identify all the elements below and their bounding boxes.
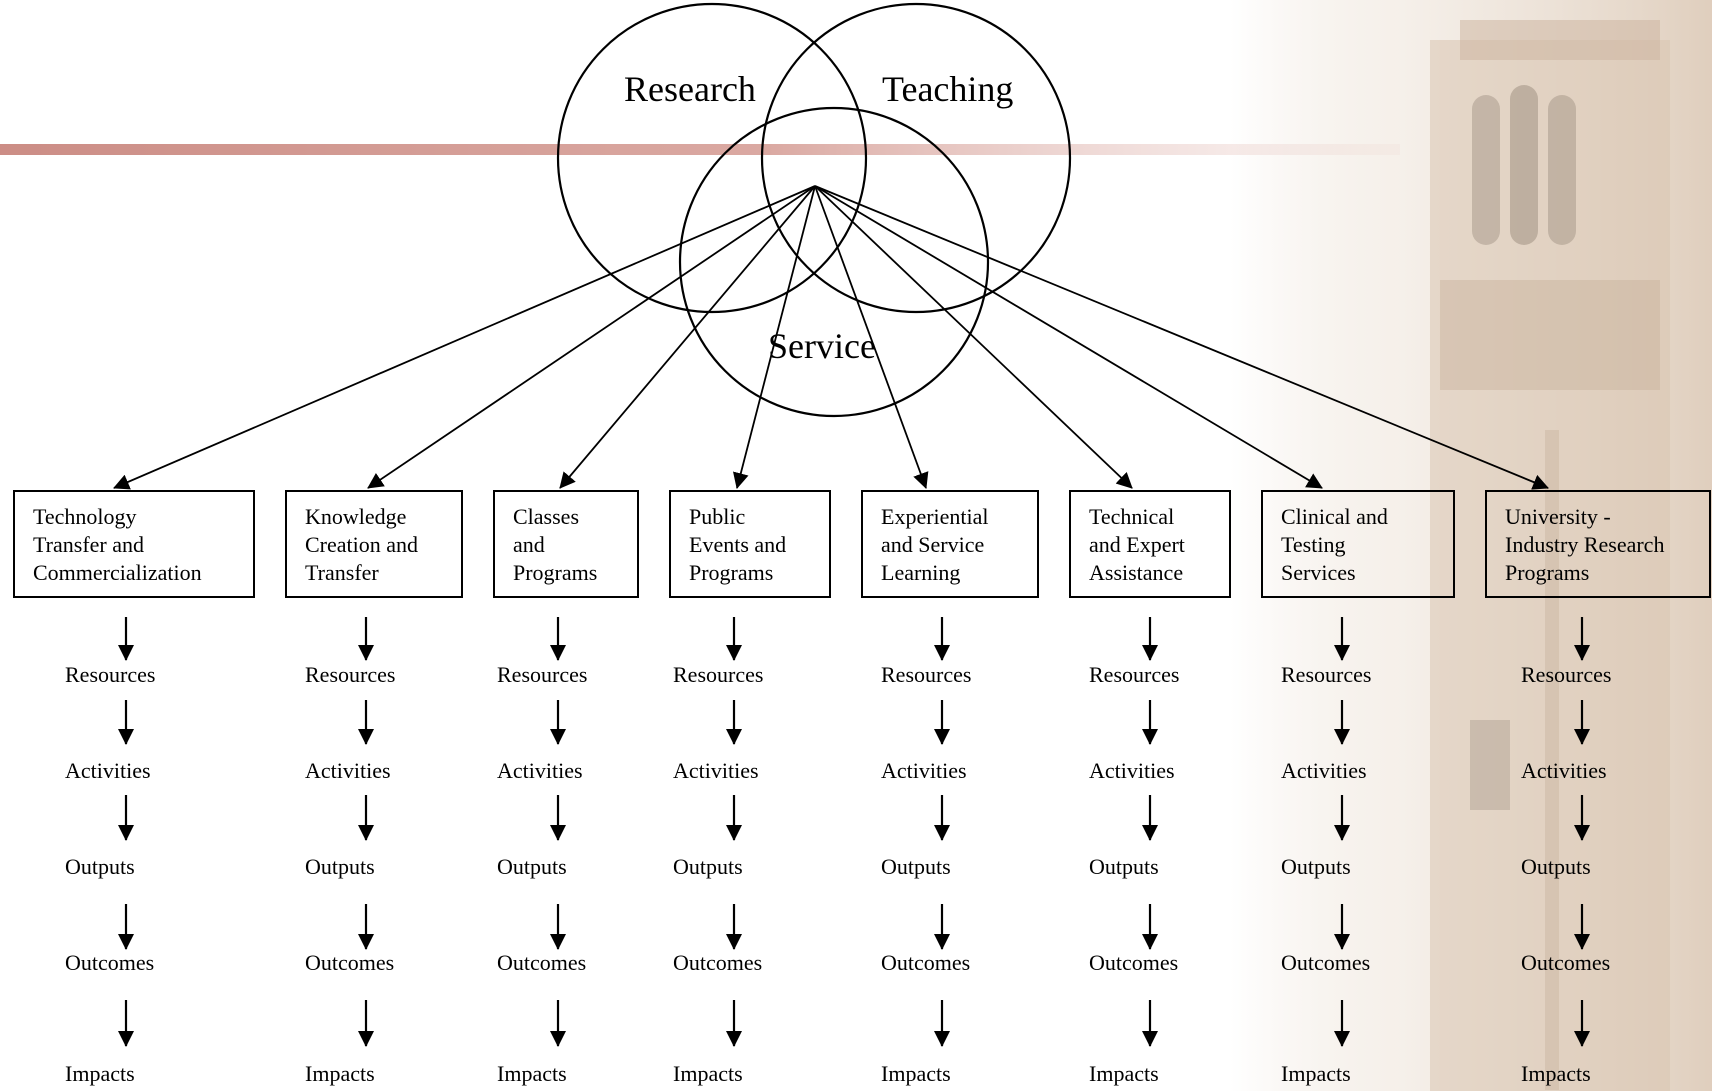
program-box-clinical-testing: Clinical and Testing Services: [1261, 490, 1455, 598]
stage-resources: Resources: [65, 662, 156, 687]
program-box-public-events: Public Events and Programs: [669, 490, 831, 598]
stage-impacts: Impacts: [673, 1061, 743, 1086]
circle-label-service: Service: [768, 326, 876, 366]
accent-bar: [0, 144, 1400, 155]
stage-impacts: Impacts: [305, 1061, 375, 1086]
stage-outcomes: Outcomes: [497, 950, 587, 975]
stage-resources: Resources: [673, 662, 764, 687]
stage-outputs: Outputs: [881, 854, 951, 879]
stage-outputs: Outputs: [673, 854, 743, 879]
fan-arrow-1: [113, 185, 816, 490]
stage-impacts: Impacts: [65, 1061, 135, 1086]
stage-activities: Activities: [1521, 758, 1607, 783]
stage-outputs: Outputs: [305, 854, 375, 879]
research-circle: [556, 2, 868, 314]
stage-activities: Activities: [65, 758, 151, 783]
fan-arrow-5: [814, 185, 929, 489]
stage-outcomes: Outcomes: [65, 950, 155, 975]
stage-resources: Resources: [305, 662, 396, 687]
stage-impacts: Impacts: [881, 1061, 951, 1086]
stage-activities: Activities: [881, 758, 967, 783]
program-box-university-industry: University - Industry Research Programs: [1485, 490, 1711, 598]
fan-arrow-8: [814, 185, 1549, 490]
stage-activities: Activities: [673, 758, 759, 783]
stage-impacts: Impacts: [1521, 1061, 1591, 1086]
stage-resources: Resources: [497, 662, 588, 687]
stage-outputs: Outputs: [1281, 854, 1351, 879]
circle-label-research: Research: [624, 69, 756, 109]
teaching-circle: [760, 2, 1072, 314]
fan-arrow-4: [733, 185, 816, 489]
program-box-classes: Classes and Programs: [493, 490, 639, 598]
program-box-experiential-learning: Experiential and Service Learning: [861, 490, 1039, 598]
service-circle: [678, 106, 990, 418]
stage-resources: Resources: [1089, 662, 1180, 687]
stage-outputs: Outputs: [497, 854, 567, 879]
circle-label-teaching: Teaching: [882, 69, 1014, 109]
tower-photo: [1230, 0, 1712, 1091]
stage-outcomes: Outcomes: [305, 950, 395, 975]
stage-impacts: Impacts: [497, 1061, 567, 1086]
program-box-technology-transfer: Technology Transfer and Commercializatio…: [13, 490, 255, 598]
stage-activities: Activities: [1089, 758, 1175, 783]
fan-arrow-7: [814, 185, 1323, 489]
stage-outputs: Outputs: [1521, 854, 1591, 879]
stage-activities: Activities: [305, 758, 391, 783]
stage-outcomes: Outcomes: [1089, 950, 1179, 975]
stage-resources: Resources: [1521, 662, 1612, 687]
stage-outputs: Outputs: [65, 854, 135, 879]
fan-arrow-6: [814, 185, 1133, 489]
stage-resources: Resources: [1281, 662, 1372, 687]
stage-outcomes: Outcomes: [673, 950, 763, 975]
program-box-knowledge-creation: Knowledge Creation and Transfer: [285, 490, 463, 598]
stage-activities: Activities: [497, 758, 583, 783]
stage-impacts: Impacts: [1281, 1061, 1351, 1086]
stage-outputs: Outputs: [1089, 854, 1159, 879]
stage-outcomes: Outcomes: [881, 950, 971, 975]
stage-impacts: Impacts: [1089, 1061, 1159, 1086]
stage-outcomes: Outcomes: [1521, 950, 1611, 975]
fan-arrow-3: [559, 185, 816, 489]
program-box-technical-assistance: Technical and Expert Assistance: [1069, 490, 1231, 598]
stage-outcomes: Outcomes: [1281, 950, 1371, 975]
stage-activities: Activities: [1281, 758, 1367, 783]
stage-resources: Resources: [881, 662, 972, 687]
fan-arrow-2: [367, 185, 816, 489]
